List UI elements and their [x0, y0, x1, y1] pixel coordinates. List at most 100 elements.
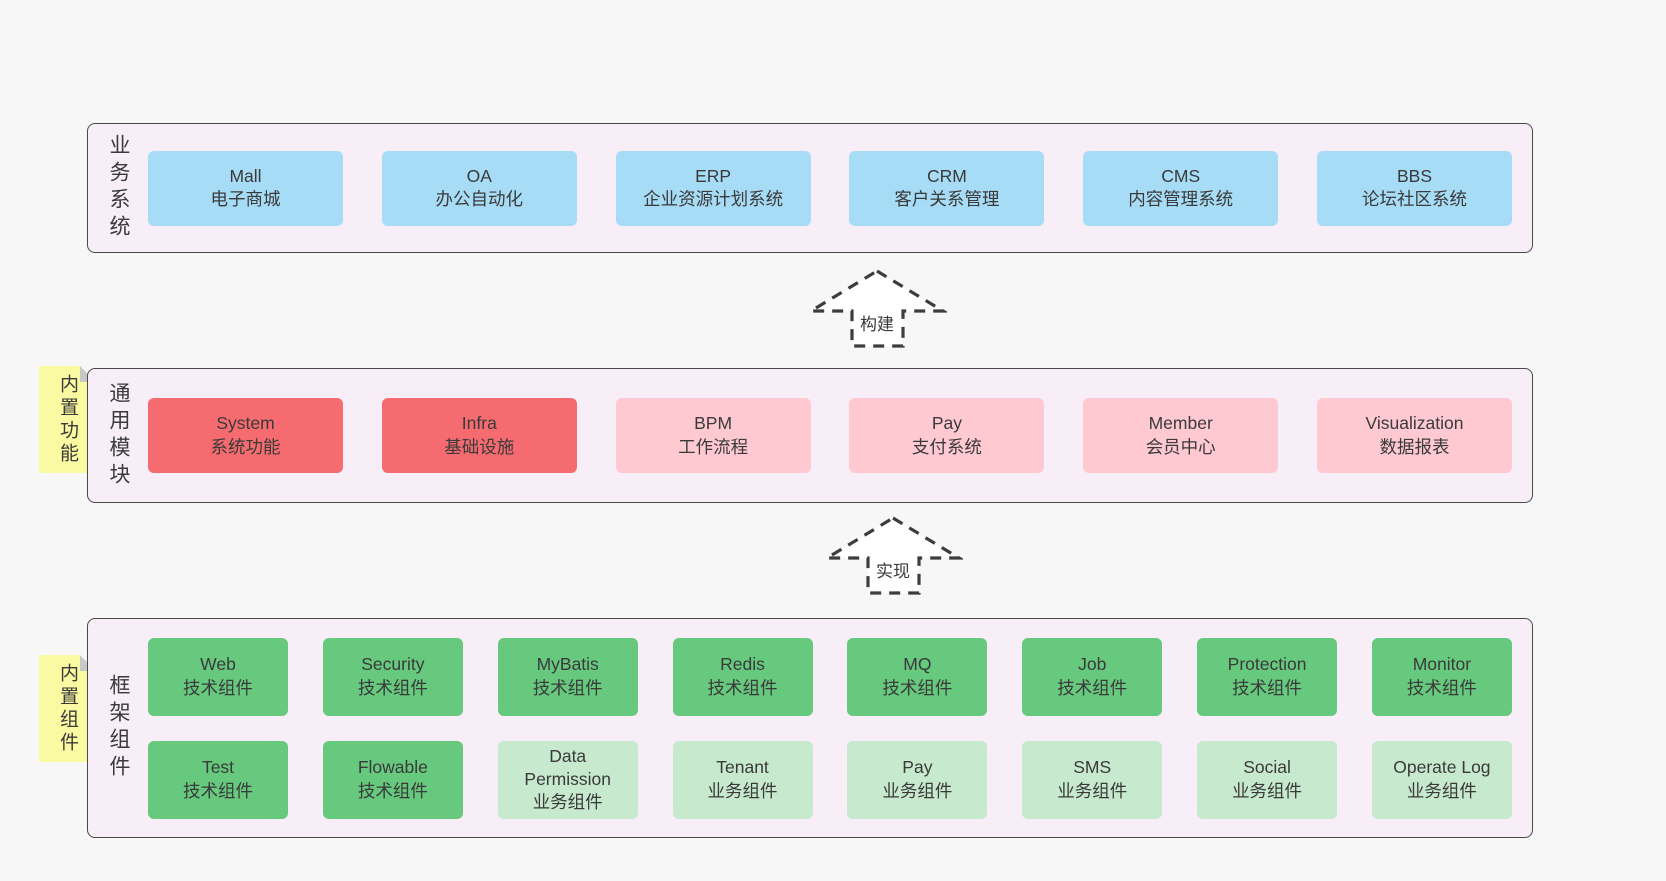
band-business-systems: 业务系统 Mall 电子商城 OA 办公自动化 ERP 企业资源计划系统 CRM…	[87, 123, 1533, 253]
box-subtitle: 业务组件	[707, 780, 778, 801]
box-mq: MQ 技术组件	[847, 637, 988, 716]
box-data-permission: Data Permission 业务组件	[497, 740, 638, 819]
common-modules-row: System 系统功能 Infra 基础设施 BPM 工作流程 Pay 支付系统…	[148, 398, 1512, 473]
box-system: System 系统功能	[148, 398, 343, 473]
box-subtitle: 系统功能	[210, 436, 281, 457]
box-title: Operate Log	[1393, 757, 1491, 778]
box-subtitle: 业务组件	[882, 780, 953, 801]
band-label-framework-components: 框架组件	[107, 674, 130, 782]
note-text: 内置组件	[57, 662, 78, 755]
band-label-business-systems: 业务系统	[107, 134, 130, 242]
box-subtitle: 业务组件	[532, 792, 603, 813]
box-title: Security	[361, 654, 425, 675]
box-title: Infra	[461, 413, 497, 434]
box-subtitle: 工作流程	[678, 436, 749, 457]
box-title: SMS	[1073, 757, 1112, 778]
box-title: MyBatis	[536, 654, 599, 675]
box-title: Web	[200, 654, 236, 675]
box-tenant: Tenant 业务组件	[672, 740, 813, 819]
box-social: Social 业务组件	[1197, 740, 1338, 819]
box-pay-biz: Pay 业务组件	[847, 740, 988, 819]
box-subtitle: 技术组件	[1406, 677, 1477, 698]
framework-components-row-1: Web 技术组件 Security 技术组件 MyBatis 技术组件 Redi…	[148, 637, 1512, 716]
box-subtitle: 技术组件	[707, 677, 778, 698]
business-systems-row: Mall 电子商城 OA 办公自动化 ERP 企业资源计划系统 CRM 客户关系…	[148, 150, 1512, 226]
box-subtitle: 基础设施	[444, 436, 515, 457]
box-title: Member	[1148, 413, 1213, 434]
box-subtitle: 技术组件	[882, 677, 953, 698]
box-title: Mall	[229, 165, 262, 186]
box-subtitle: 会员中心	[1145, 436, 1216, 457]
arrow-build-label: 构建	[857, 310, 897, 335]
box-operate-log: Operate Log 业务组件	[1371, 740, 1512, 819]
box-bbs: BBS 论坛社区系统	[1316, 150, 1512, 226]
box-subtitle: 技术组件	[1057, 677, 1128, 698]
box-title: Visualization	[1365, 413, 1464, 434]
note-text: 内置功能	[57, 373, 78, 466]
box-subtitle: 论坛社区系统	[1361, 189, 1467, 209]
box-subtitle: 技术组件	[183, 780, 253, 801]
box-subtitle: 技术组件	[357, 677, 428, 698]
box-monitor: Monitor 技术组件	[1371, 637, 1512, 716]
box-title: Pay	[931, 413, 962, 434]
box-title: OA	[466, 165, 492, 186]
box-web: Web 技术组件	[148, 637, 288, 716]
box-title: Redis	[720, 654, 765, 675]
box-mall: Mall 电子商城	[148, 150, 343, 226]
arrow-implement: 实现	[823, 513, 963, 597]
box-title: CRM	[926, 165, 967, 186]
sticky-note-builtin-features: 内置功能	[39, 366, 96, 473]
box-flowable: Flowable 技术组件	[322, 740, 463, 819]
box-redis: Redis 技术组件	[672, 637, 813, 716]
box-subtitle: 内容管理系统	[1128, 189, 1234, 209]
arrow-implement-label: 实现	[873, 557, 913, 582]
box-job: Job 技术组件	[1022, 637, 1163, 716]
box-cms: CMS 内容管理系统	[1083, 150, 1279, 226]
band-common-modules: 通用模块 System 系统功能 Infra 基础设施 BPM 工作流程 Pay…	[87, 368, 1533, 503]
dashed-up-arrow-icon	[807, 269, 947, 348]
box-security: Security 技术组件	[322, 637, 463, 716]
box-test: Test 技术组件	[148, 740, 288, 819]
box-subtitle: 客户关系管理	[894, 189, 1000, 209]
band-framework-components: 框架组件 Web 技术组件 Security 技术组件 MyBatis 技术组件…	[87, 618, 1533, 838]
box-bpm: BPM 工作流程	[615, 398, 811, 473]
box-member: Member 会员中心	[1083, 398, 1279, 473]
box-title: Protection	[1227, 654, 1307, 675]
box-crm: CRM 客户关系管理	[849, 150, 1045, 226]
box-subtitle: 技术组件	[1232, 677, 1303, 698]
box-title: Social	[1243, 757, 1291, 778]
box-sms: SMS 业务组件	[1022, 740, 1163, 819]
box-subtitle: 数据报表	[1379, 436, 1450, 457]
box-title: Flowable	[357, 757, 428, 778]
band-label-common-modules: 通用模块	[107, 381, 130, 490]
box-infra: Infra 基础设施	[381, 398, 577, 473]
box-title: Pay	[902, 757, 933, 778]
box-title: ERP	[695, 165, 732, 186]
box-subtitle: 支付系统	[911, 436, 982, 457]
box-title: System	[216, 413, 275, 434]
box-subtitle: 技术组件	[357, 780, 428, 801]
box-title: Job	[1078, 654, 1107, 675]
box-subtitle: 电子商城	[210, 189, 281, 209]
framework-components-row-2: Test 技术组件 Flowable 技术组件 Data Permission …	[148, 740, 1512, 819]
box-title: MQ	[903, 654, 932, 675]
box-title: Tenant	[716, 757, 769, 778]
box-title: Test	[201, 757, 235, 778]
box-title: BPM	[694, 413, 733, 434]
box-subtitle: 办公自动化	[435, 189, 524, 209]
box-subtitle: 业务组件	[1057, 780, 1128, 801]
box-subtitle: 技术组件	[532, 677, 603, 698]
dashed-up-arrow-icon	[823, 516, 963, 595]
box-title: Monitor	[1412, 654, 1472, 675]
box-oa: OA 办公自动化	[381, 150, 577, 226]
box-subtitle: 业务组件	[1232, 780, 1303, 801]
box-pay: Pay 支付系统	[849, 398, 1045, 473]
box-title: Data Permission	[524, 745, 611, 789]
box-erp: ERP 企业资源计划系统	[615, 150, 811, 226]
box-subtitle: 企业资源计划系统	[643, 189, 784, 209]
box-mybatis: MyBatis 技术组件	[497, 637, 638, 716]
box-protection: Protection 技术组件	[1197, 637, 1338, 716]
arrow-build: 构建	[807, 266, 947, 350]
box-subtitle: 业务组件	[1406, 780, 1477, 801]
